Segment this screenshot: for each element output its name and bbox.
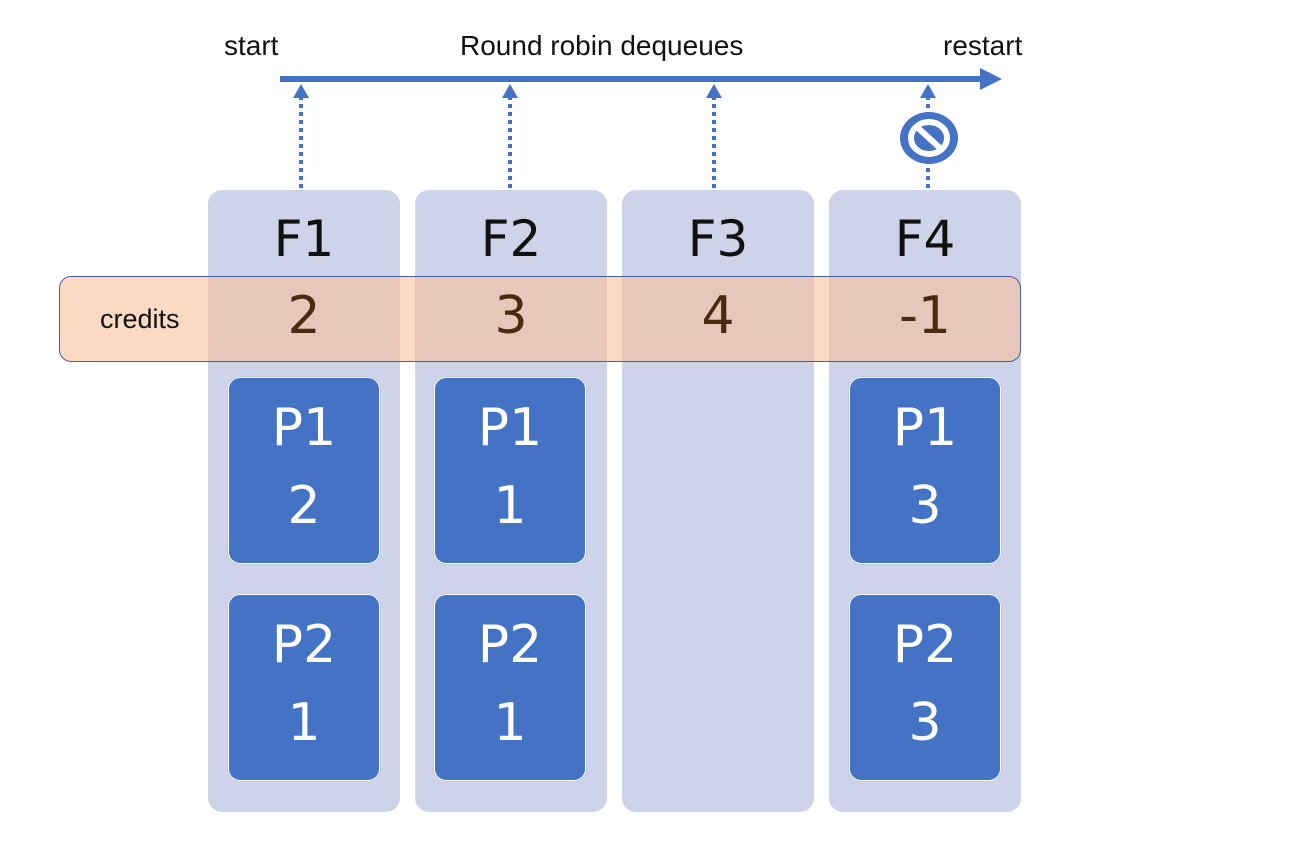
packet-value: 1 — [493, 693, 527, 753]
dequeue-arrow-f4 — [920, 84, 936, 188]
dequeue-arrow-f2 — [502, 84, 518, 188]
packet-f1-p2: P2 1 — [228, 594, 380, 781]
packet-name: P1 — [271, 398, 337, 458]
packet-value: 1 — [493, 476, 527, 536]
credit-value-f2: 3 — [494, 286, 528, 346]
packet-name: P1 — [477, 398, 543, 458]
dequeue-arrow-f3 — [706, 84, 722, 188]
flow-name: F4 — [894, 210, 956, 268]
packet-value: 1 — [287, 693, 321, 753]
no-entry-icon — [900, 112, 958, 164]
start-label: start — [224, 30, 279, 61]
packet-value: 3 — [908, 476, 942, 536]
credits-label: credits — [100, 304, 180, 334]
restart-label: restart — [943, 30, 1023, 61]
packet-name: P1 — [892, 398, 958, 458]
flow-name: F2 — [480, 210, 542, 268]
packet-f4-p1: P1 3 — [849, 377, 1001, 564]
credits-band — [59, 276, 1021, 362]
credit-value-f1: 2 — [287, 286, 321, 346]
timeline-arrow — [280, 68, 1002, 90]
packet-value: 3 — [908, 693, 942, 753]
diagram-title: Round robin dequeues — [460, 30, 744, 61]
credit-value-f4: -1 — [899, 286, 951, 346]
packet-f4-p2: P2 3 — [849, 594, 1001, 781]
packet-name: P2 — [892, 615, 958, 675]
packet-value: 2 — [287, 476, 321, 536]
credit-value-f3: 4 — [701, 286, 735, 346]
dequeue-arrow-f1 — [293, 84, 309, 188]
packet-name: P2 — [271, 615, 337, 675]
flow-name: F3 — [687, 210, 749, 268]
flow-name: F1 — [273, 210, 335, 268]
packet-name: P2 — [477, 615, 543, 675]
packet-f2-p2: P2 1 — [434, 594, 586, 781]
packet-f2-p1: P1 1 — [434, 377, 586, 564]
packet-f1-p1: P1 2 — [228, 377, 380, 564]
